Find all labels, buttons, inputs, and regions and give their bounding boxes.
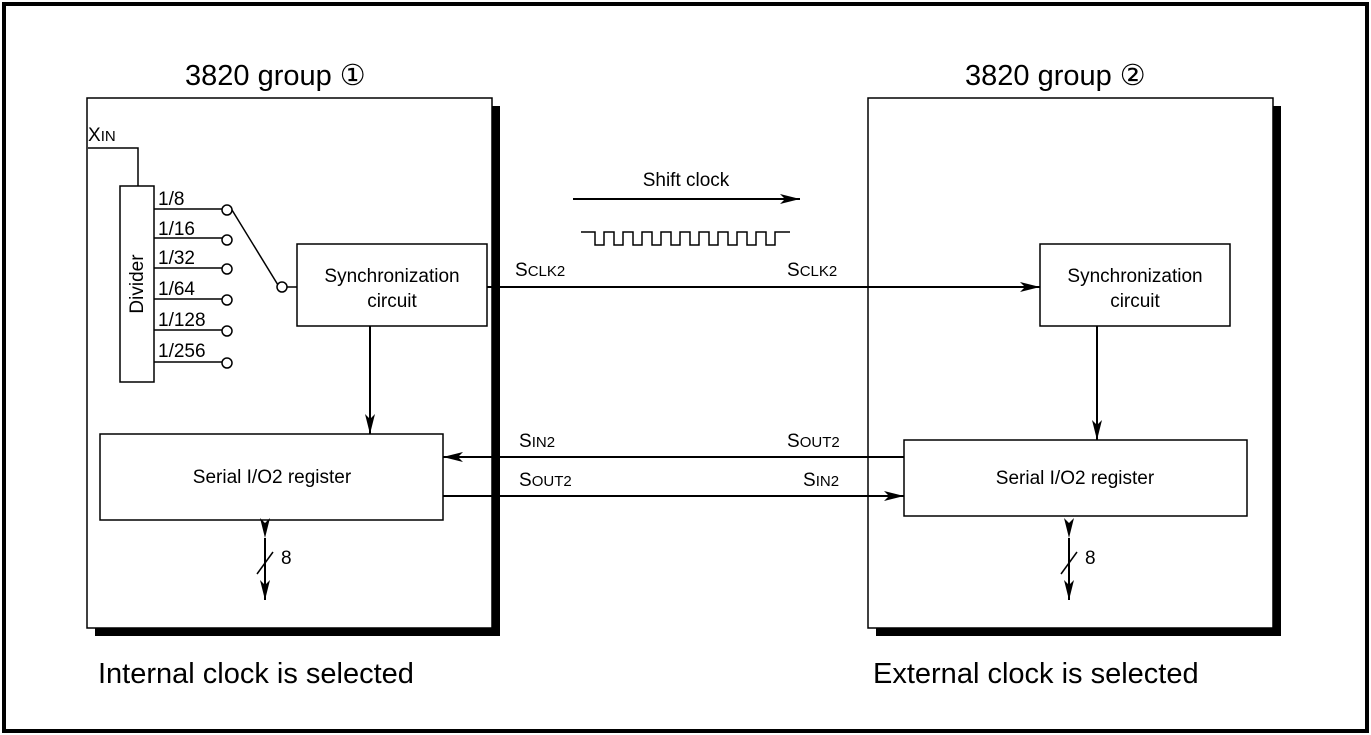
left-caption: Internal clock is selected	[98, 658, 414, 690]
shift-clock-label: Shift clock	[643, 170, 730, 191]
sclk2-right-label: SCLK2	[787, 260, 837, 281]
left-register-box	[99, 433, 444, 521]
sin2-right-label: SIN2	[803, 470, 839, 491]
ratio-label-3: 1/32	[158, 248, 195, 269]
sout2-left-label: SOUT2	[519, 470, 572, 491]
ratio-label-1: 1/8	[158, 189, 184, 210]
right-data-bus	[1060, 518, 1078, 600]
right-sync-line2: circuit	[1110, 291, 1160, 312]
ratio-label-6: 1/256	[158, 341, 206, 362]
xin-label: XIN	[88, 125, 116, 146]
right-bus-width: 8	[1085, 548, 1096, 569]
right-register-label: Serial I/O2 register	[996, 468, 1155, 489]
right-sync-circuit-box	[1039, 243, 1231, 327]
xin-line	[88, 147, 139, 186]
divider-taps	[154, 204, 233, 369]
left-sync-line1: Synchronization	[324, 266, 459, 287]
divider-label: Divider	[127, 254, 148, 314]
left-bus-width: 8	[281, 548, 292, 569]
left-register-label: Serial I/O2 register	[193, 467, 352, 488]
divider-box	[119, 185, 155, 383]
left-group-title: 3820 group ①	[185, 60, 366, 92]
right-caption: External clock is selected	[873, 658, 1199, 690]
selector-switch	[231, 209, 279, 286]
right-group-title: 3820 group ②	[965, 60, 1146, 92]
right-register-box	[903, 439, 1248, 517]
shift-clock-waveform	[581, 231, 790, 246]
right-sync-line1: Synchronization	[1067, 266, 1202, 287]
sin2-left-label: SIN2	[519, 431, 555, 452]
sclk2-left-label: SCLK2	[515, 260, 565, 281]
selector-pivot	[276, 281, 288, 293]
ratio-label-4: 1/64	[158, 279, 195, 300]
left-sync-line2: circuit	[367, 291, 417, 312]
ratio-label-2: 1/16	[158, 219, 195, 240]
ratio-label-5: 1/128	[158, 310, 206, 331]
left-sync-circuit-box	[296, 243, 488, 327]
left-data-bus	[256, 518, 274, 600]
sout2-right-label: SOUT2	[787, 431, 840, 452]
